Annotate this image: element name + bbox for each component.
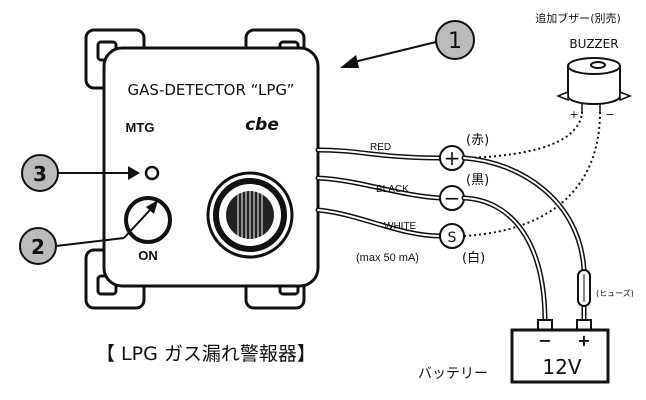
on-label: ON (138, 248, 158, 263)
arrow-icon (340, 55, 359, 68)
buzzer-title-en: BUZZER (569, 37, 618, 51)
buzzer-title-jp: 追加ブザー(別売) (535, 11, 621, 25)
buzzer-minus-mark: − (605, 108, 614, 121)
terminal-minus-symbol: − (444, 186, 461, 210)
arrow-icon (146, 200, 158, 214)
battery-voltage: 12V (542, 355, 581, 379)
white-wire-label: WHITE (384, 221, 417, 232)
caption: 【 LPG ガス漏れ警報器】 (96, 343, 316, 365)
battery-plus-mark: + (577, 331, 590, 350)
red-jp-label: (赤) (466, 133, 489, 148)
callout-1-number: 1 (448, 29, 462, 54)
push-button-icon (124, 196, 172, 244)
led-icon (144, 165, 160, 181)
battery-label-jp: バッテリー (418, 366, 488, 382)
terminal-minus: − (439, 185, 465, 211)
terminal-plus-symbol: + (444, 146, 461, 170)
callout-3: 3 (21, 154, 140, 192)
battery-icon (510, 319, 610, 384)
terminal-plus: + (439, 145, 465, 171)
battery-minus-mark: − (538, 331, 551, 350)
terminal-s-symbol: S (448, 230, 457, 246)
buzzer-icon (555, 57, 633, 114)
callout-1: 1 (340, 20, 475, 68)
detector-title: GAS-DETECTOR “LPG” (128, 81, 295, 99)
buzzer-wires (463, 111, 601, 237)
mtg-label: MTG (126, 120, 155, 135)
arrow-icon (128, 166, 140, 180)
red-wire-label: RED (370, 142, 391, 153)
buzzer-plus-mark: + (569, 108, 578, 121)
callout-2: 2 (19, 200, 158, 265)
brand-logo: cbe (245, 115, 279, 135)
black-jp-label: (黒) (466, 173, 489, 188)
max-current-label: (max 50 mA) (356, 252, 419, 264)
fuse-icon (577, 269, 591, 307)
black-wire-label: BLACK (376, 184, 409, 195)
sensor-grille-icon (206, 171, 294, 259)
fuse-label: (ヒューズ) (596, 288, 634, 298)
callout-2-number: 2 (31, 235, 45, 259)
terminal-s: S (439, 223, 465, 249)
callout-3-number: 3 (33, 162, 47, 186)
white-jp-label: (白) (462, 250, 485, 266)
